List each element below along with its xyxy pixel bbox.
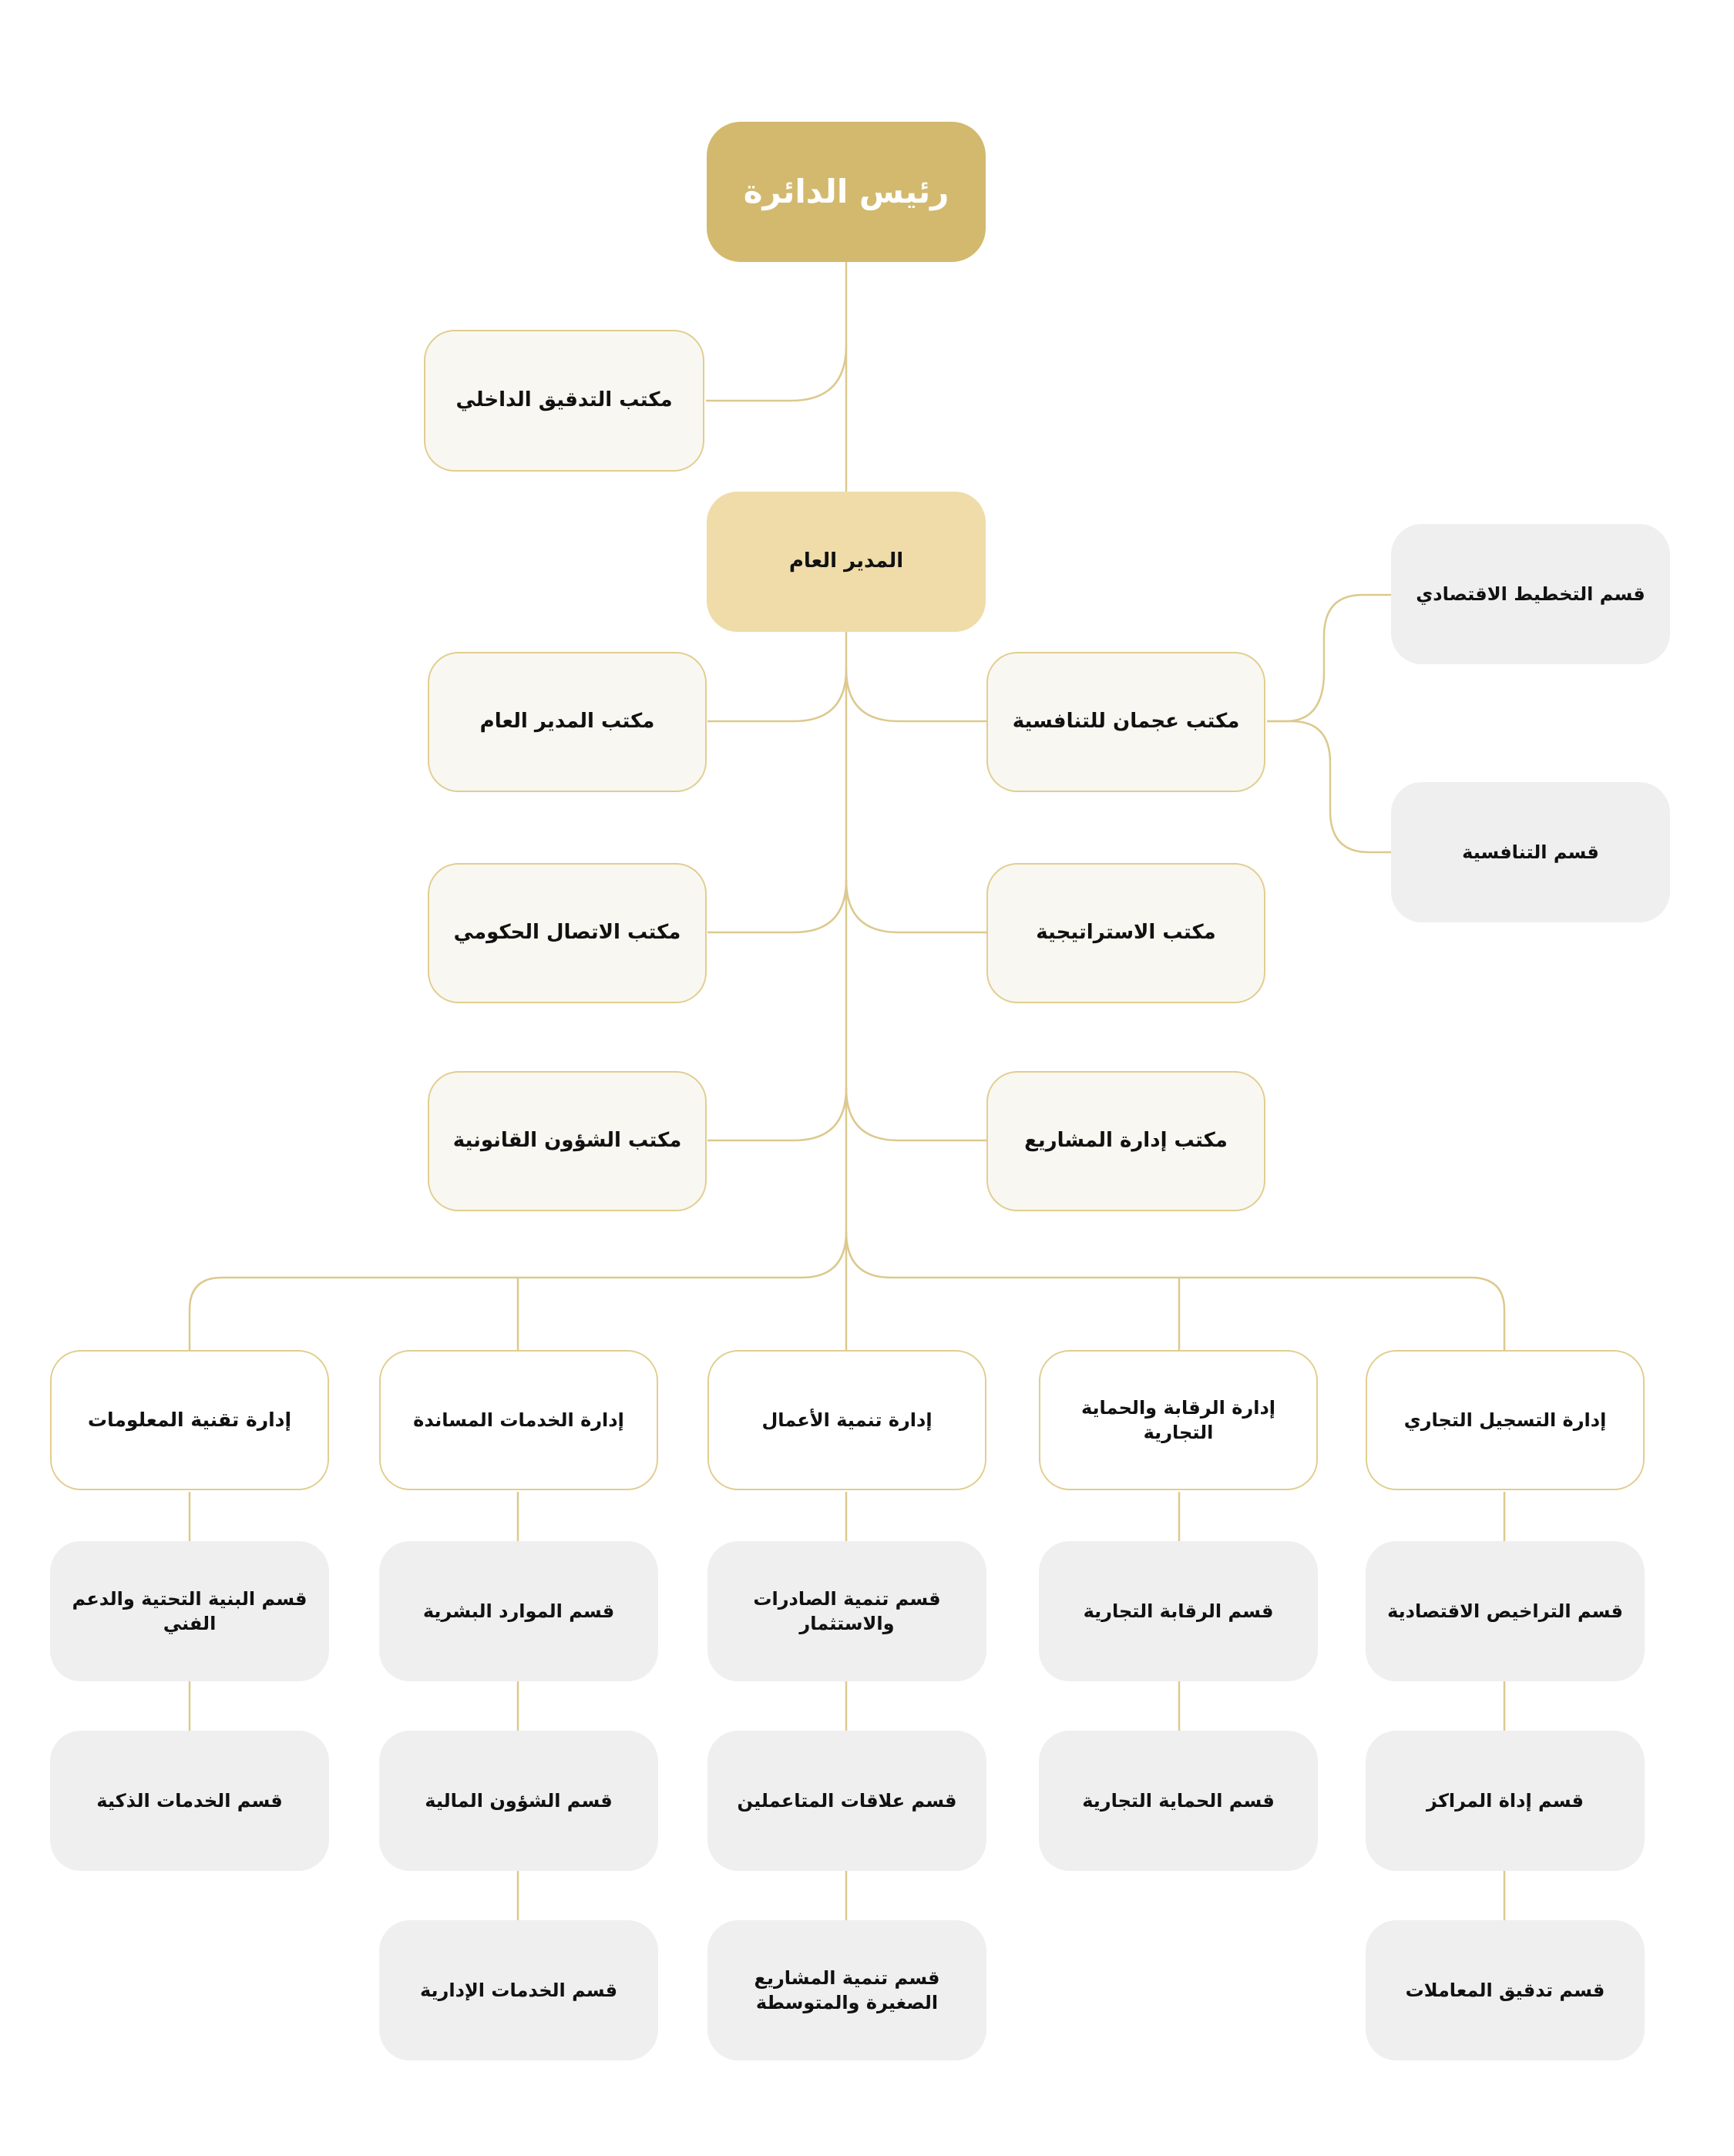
dept-business-development-node: إدارة تنمية الأعمال [707,1350,986,1490]
connector-departments-right [845,1231,1506,1353]
section-financial-affairs-node: قسم الشؤون المالية [379,1731,658,1871]
section-commercial-protection-node: قسم الحماية التجارية [1039,1731,1318,1871]
internal-audit-office-node: مكتب التدقيق الداخلي [424,330,704,472]
section-infrastructure-node: قسم البنية التحتية والدعم الفني [50,1541,329,1681]
legal-affairs-office-node: مكتب الشؤون القانونية [428,1071,707,1211]
general-manager-node: المدير العام [707,492,986,632]
connector-gov-comm-office [707,879,848,934]
head-of-department-node: رئيس الدائرة [707,122,986,262]
connector-departments-left [188,1231,848,1353]
connector-strategy-office [845,879,988,934]
gov-communication-office-node: مكتب الاتصال الحكومي [428,863,707,1003]
dept-support-services-node: إدارة الخدمات المساندة [379,1350,658,1490]
connector-economic-planning [1267,593,1392,723]
connector-internal-audit [706,344,848,402]
connector-competitiveness-section [1267,720,1392,854]
section-centers-management-node: قسم إداة المراكز [1366,1731,1645,1871]
connector-projects-office [845,1087,988,1142]
section-economic-licenses-node: قسم التراخيص الاقتصادية [1366,1541,1645,1681]
competitiveness-section-node: قسم التنافسية [1391,782,1670,922]
section-exports-investment-node: قسم تنمية الصادرات والاستثمار [707,1541,986,1681]
section-smart-services-node: قسم الخدمات الذكية [50,1731,329,1871]
connector-legal-office [707,1087,848,1142]
connector-ajman-office [845,668,988,723]
connector-gm-office [707,668,848,723]
section-human-resources-node: قسم الموارد البشرية [379,1541,658,1681]
section-transactions-audit-node: قسم تدقيق المعاملات [1366,1920,1645,2060]
section-sme-development-node: قسم تنمية المشاريع الصغيرة والمتوسطة [707,1920,986,2060]
gm-office-node: مكتب المدير العام [428,652,707,792]
section-administrative-services-node: قسم الخدمات الإدارية [379,1920,658,2060]
strategy-office-node: مكتب الاستراتيجية [986,863,1265,1003]
section-customer-relations-node: قسم علاقات المتاعملين [707,1731,986,1871]
project-management-office-node: مكتب إدارة المشاريع [986,1071,1265,1211]
dept-commercial-control-node: إدارة الرقابة والحماية التجارية [1039,1350,1318,1490]
dept-commercial-registration-node: إدارة التسجيل التجاري [1366,1350,1645,1490]
ajman-competitiveness-office-node: مكتب عجمان للتنافسية [986,652,1265,792]
section-commercial-control-node: قسم الرقابة التجارية [1039,1541,1318,1681]
dept-it-node: إدارة تقنية المعلومات [50,1350,329,1490]
economic-planning-section-node: قسم التخطيط الاقتصادي [1391,524,1670,664]
